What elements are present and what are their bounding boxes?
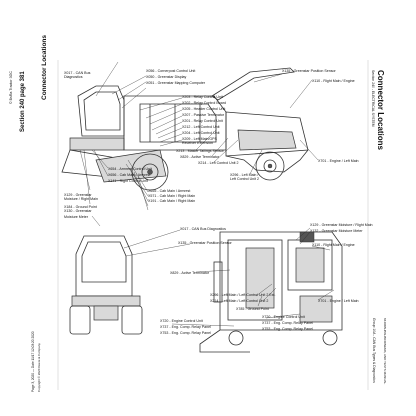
- callout-x204: X204 - Left Control Unit: [182, 131, 220, 135]
- callout-x296-b: Left Control Unit 2: [230, 177, 259, 181]
- cab-front-view: [69, 235, 143, 335]
- callout-b720r: X720 - Engine Control Unit: [262, 315, 305, 319]
- page-title-vertical: Connector Locations: [41, 35, 48, 100]
- cab-base: [69, 137, 125, 151]
- callout-x209: X209 - Left Main/GPS: [182, 137, 218, 141]
- callout-x656: X656 - Cab Main / Armrest: [108, 173, 150, 177]
- callout-x202: X202 - Relay Control Board: [182, 101, 226, 105]
- bottom-callout-labels: X017 - CAN Bus Diagnostics X135 - Greens…: [160, 223, 373, 335]
- callout-x829: X829 - Active Terminator: [180, 155, 220, 159]
- cab-window: [83, 91, 121, 131]
- callout-x213: X213 - Master Tailings Sensor: [176, 149, 225, 153]
- callout-b214: X214 - Left Main / Left Control Unit 2: [210, 299, 268, 303]
- callout-x130-b: X130 - Greenstar: [64, 209, 92, 213]
- callout-x201: X201 - Relay Control Unit: [182, 119, 223, 123]
- front-right-wheel: [121, 305, 143, 335]
- callout-b720: X720 - Engine Control Unit: [160, 319, 203, 323]
- callout-x129-b: Moisture / Right Main: [64, 197, 98, 201]
- callout-x701: X701 - Engine / Left Main: [318, 159, 359, 163]
- watermark-label: © BsRa Tractor 3GC: [9, 71, 13, 104]
- callout-x110: X110 - Right Main / Engine: [312, 79, 355, 83]
- cab-front-outline: [75, 235, 133, 297]
- callout-x184: X191 - Cab Main / Right Main: [148, 199, 195, 203]
- callout-b132: X132 - Greenstar Moisture Meter: [310, 229, 363, 233]
- callout-b785: X785 - Ground Point: [236, 307, 269, 311]
- top-leader-lines: [79, 61, 319, 227]
- callout-b296: X296 - Left Main / Left Control Unit 2 E…: [210, 293, 276, 297]
- top-view-wheel-left: [228, 330, 244, 346]
- rear-wheel: [255, 151, 285, 181]
- callout-x209-b: Receiver Extension: [182, 141, 213, 145]
- callout-x191: X571 - Cab Main / Right Main: [148, 194, 195, 198]
- section-header: Section 240 - ELECTRICAL SYSTEM: [371, 70, 375, 127]
- callout-x214: X214 - Left Control Unit 2: [198, 161, 239, 165]
- callout-x050: X050 - Greenstar Display: [146, 75, 187, 79]
- callout-x130: X184 - Ground Point: [64, 205, 97, 209]
- callout-b701: X701 - Engine / Left Main: [318, 299, 359, 303]
- callout-x017: X017 - CAN Bus: [64, 71, 91, 75]
- left-header: Section 240 page 381 © BsRa Tractor 3GC …: [9, 35, 48, 392]
- unloading-auger: [211, 67, 295, 101]
- top-view-wheel-right: [322, 330, 338, 346]
- callout-x296: X296 - Left Main /: [230, 173, 258, 177]
- callout-b829: X829 - Active Terminator: [170, 271, 210, 275]
- front-left-wheel: [69, 305, 91, 335]
- callout-b017: X017 - CAN Bus Diagnostics: [180, 227, 226, 231]
- grain-tank-inner: [139, 103, 217, 143]
- callout-b737r: X737 - Eng. Comp. Relay Panel: [262, 321, 313, 325]
- callout-b129: X129 - Greenstar Moisture / Right Main: [310, 223, 373, 227]
- callout-x203: X203 - Relay Control Unit: [182, 95, 223, 99]
- callout-b753r: X753 - Eng. Comp. Relay Panel: [262, 327, 313, 331]
- footer-copyright: Copyright © 2020 Deere & Company: [37, 343, 41, 392]
- footer-date: Page 3, 2020 — Date 11/17 12:03:20 2020: [31, 331, 35, 392]
- section-page-label: Section 240 page 381: [20, 71, 26, 132]
- combine-side-view: [61, 67, 309, 191]
- grain-tank-top: [227, 239, 283, 321]
- callout-b737: X737 - Eng. Comp. Relay Panel: [160, 325, 211, 329]
- right-header: Section 240 - ELECTRICAL SYSTEM Connecto…: [371, 70, 387, 384]
- callout-x017-b: Diagnostics: [64, 75, 83, 79]
- callout-x205: X205 - Header Control Unit: [182, 107, 225, 111]
- manual-ref: 84406BHBSHBCRINEMS, AND TESTS MANUAL: [383, 318, 387, 384]
- bottom-leader-lines: [123, 227, 335, 327]
- top-callout-labels: X017 - CAN Bus Diagnostics X056 - Corner…: [64, 69, 359, 219]
- callout-b753: X753 - Eng. Comp. Relay Panel: [160, 331, 211, 335]
- callout-x655: X141 - Right Control Unit: [108, 179, 148, 183]
- callout-x051: X051 - Greenstar Mapping Computer: [146, 81, 206, 85]
- callout-x135: X135 - Greenstar Position Sensor: [282, 69, 337, 73]
- callout-b110: X110 - Right Main / Engine: [312, 243, 355, 247]
- callout-x571: X655 - Cab Main / Armrest: [148, 189, 190, 193]
- callout-x212: X212 - Left Control Unit: [182, 125, 220, 129]
- callout-x141: Moisture Meter: [64, 215, 89, 219]
- callout-x654: X654 - Armrest Control Unit: [108, 167, 152, 171]
- callout-x129: X129 - Greenstar: [64, 193, 92, 197]
- combine-top-view: [199, 231, 343, 353]
- doc-title: Connector Locations: [376, 70, 385, 151]
- callout-x056: X056 - Cornerpost Control Unit: [146, 69, 195, 73]
- group-header: Group 10A - CAN Bus Types & Diagnostics: [372, 318, 376, 383]
- callout-b135: X135 - Greenstar Position Sensor: [178, 241, 233, 245]
- callout-x207: X207 - Passive Terminator: [182, 113, 225, 117]
